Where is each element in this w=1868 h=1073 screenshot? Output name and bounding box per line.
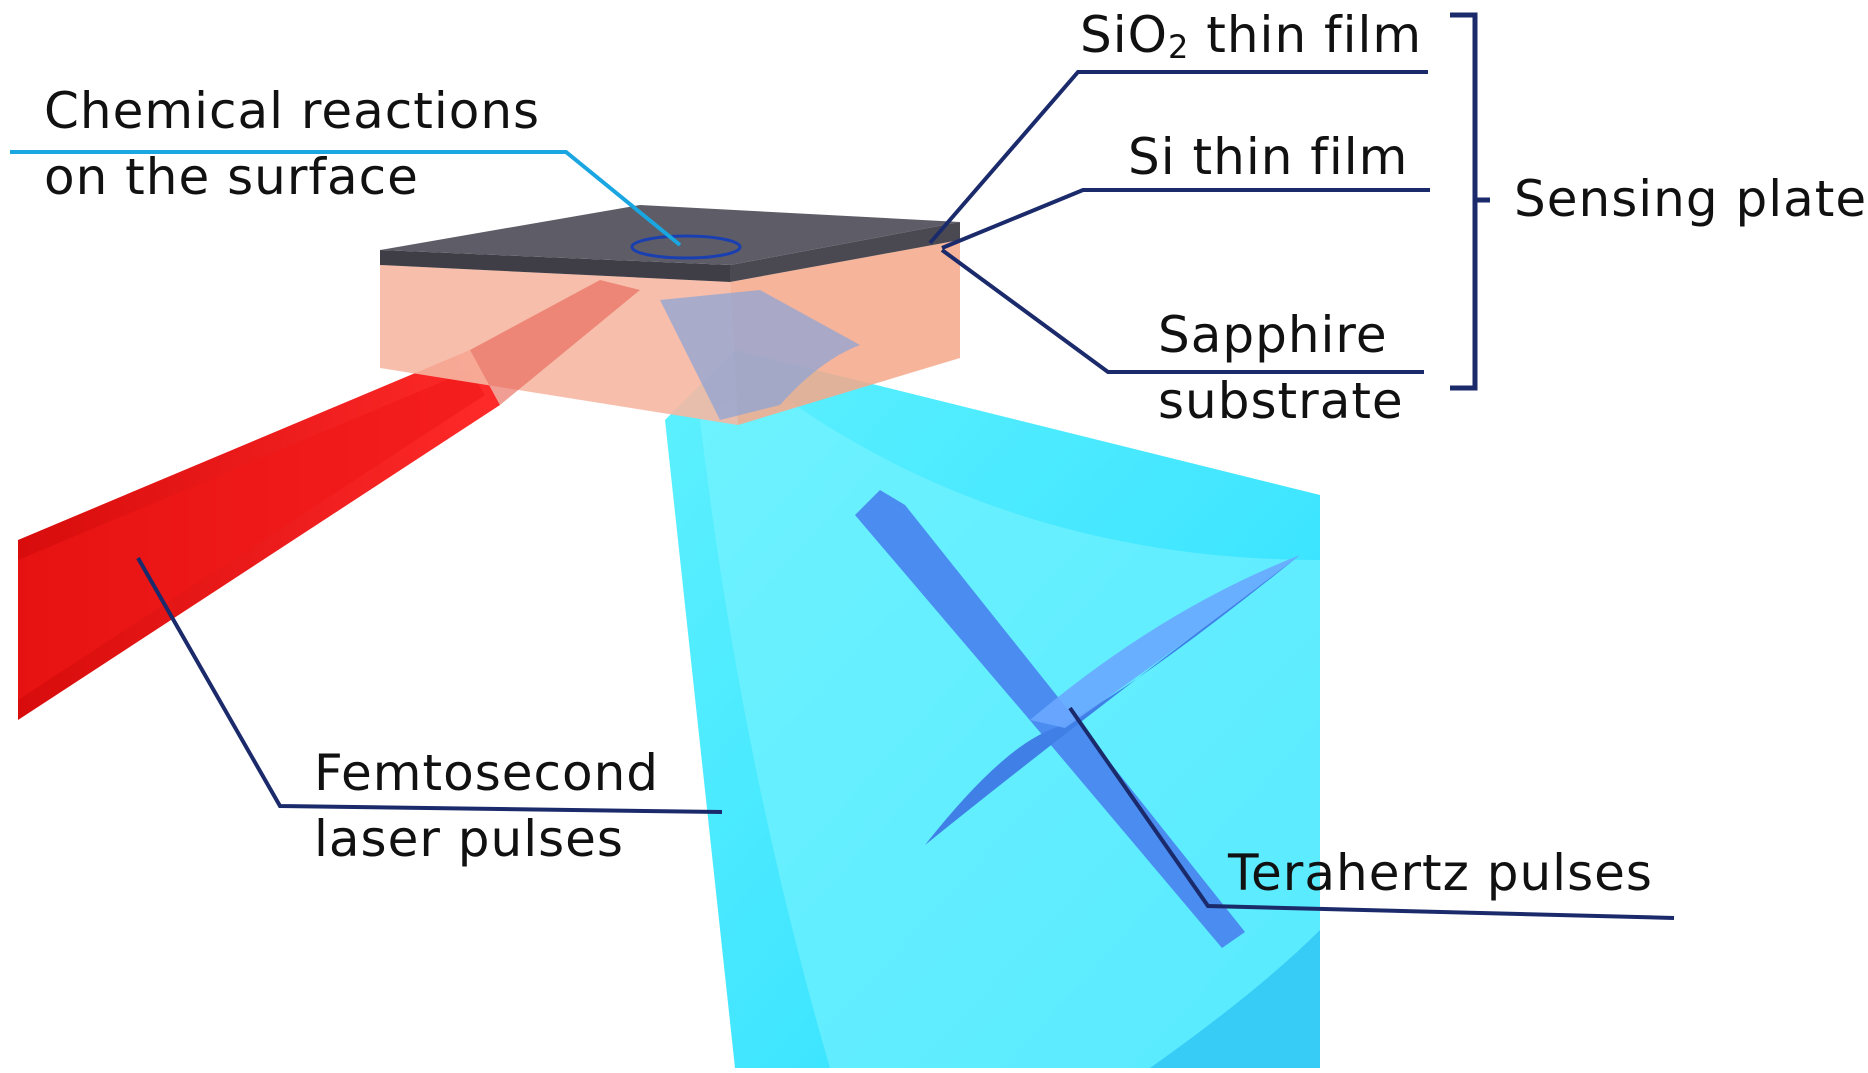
chemical-reactions-line2: on the surface (44, 148, 419, 206)
reaction-spot (630, 234, 742, 260)
sio2-thin-film-label: SiO2 thin film (1080, 2, 1422, 80)
sensing-plate (380, 205, 960, 425)
sio2-leader-line (928, 70, 1428, 245)
sapphire-leader-line (940, 248, 1424, 374)
sapphire-substrate-label: Sapphire substrate (1158, 302, 1404, 434)
laser-beam (18, 350, 500, 720)
femtosecond-line1: Femtosecond (314, 744, 660, 802)
si-thin-film-side (730, 222, 960, 282)
femtosecond-line2: laser pulses (314, 810, 624, 868)
chemical-reactions-label: Chemical reactions on the surface (44, 78, 540, 210)
si-thin-film-edge (380, 250, 730, 282)
sapphire-line1: Sapphire (1158, 306, 1388, 364)
leader-lines (136, 70, 1675, 920)
surface-leader-line (10, 150, 682, 247)
terahertz-pulse-shape (855, 490, 1300, 948)
chemical-reactions-line1: Chemical reactions (44, 82, 541, 140)
sensing-plate-label: Sensing plate (1514, 170, 1868, 228)
si-leader-line (941, 188, 1430, 250)
femtosecond-label: Femtosecond laser pulses (314, 740, 659, 872)
sio2-subscript: 2 (1168, 28, 1190, 66)
sio2-suffix: thin film (1189, 6, 1423, 64)
sensing-plate-bracket (1450, 12, 1490, 391)
si-thin-film-label: Si thin film (1128, 128, 1409, 186)
terahertz-beam (665, 350, 1320, 1068)
sio2-prefix: SiO (1080, 6, 1168, 64)
terahertz-label: Terahertz pulses (1228, 844, 1653, 902)
sapphire-line2: substrate (1158, 372, 1404, 430)
terahertz-leader-line (1068, 706, 1675, 920)
femtosecond-leader-line (136, 557, 723, 814)
